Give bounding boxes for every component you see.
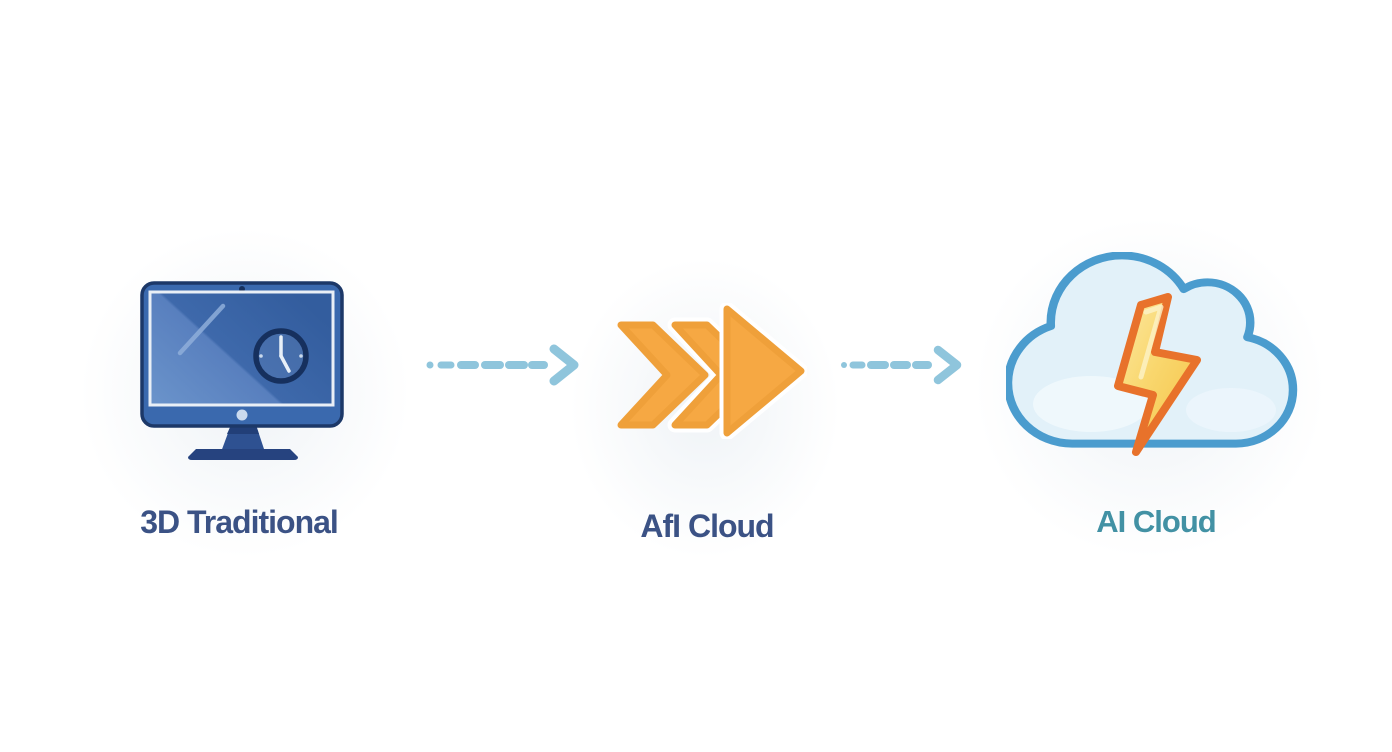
chevron-1 [617,321,709,429]
monitor-base [188,449,298,460]
stage-label-transition: AfI Cloud [640,508,774,544]
clock-icon [253,328,309,384]
stage-transition: AfI Cloud [570,258,840,558]
dashed-arrow-icon [841,345,962,385]
stage-ai-cloud: AI Cloud [975,218,1325,558]
stage-label-traditional: 3D Traditional [140,504,339,540]
lightning-bolt-icon [1114,293,1201,456]
cloud-highlight [1186,388,1276,432]
chevron-3 [723,305,805,437]
dashed-arrow-icon [426,344,579,386]
stage-label-ai-cloud: AI Cloud [1096,504,1216,539]
cloud-lightning-icon [1006,252,1298,456]
monitor-clock-icon [140,281,344,460]
triple-chevron-icon [617,303,807,439]
bolt-highlight [1138,304,1164,380]
stage-traditional: 3D Traditional [80,228,410,558]
screen-reflection [177,303,226,356]
monitor-button [236,409,248,421]
